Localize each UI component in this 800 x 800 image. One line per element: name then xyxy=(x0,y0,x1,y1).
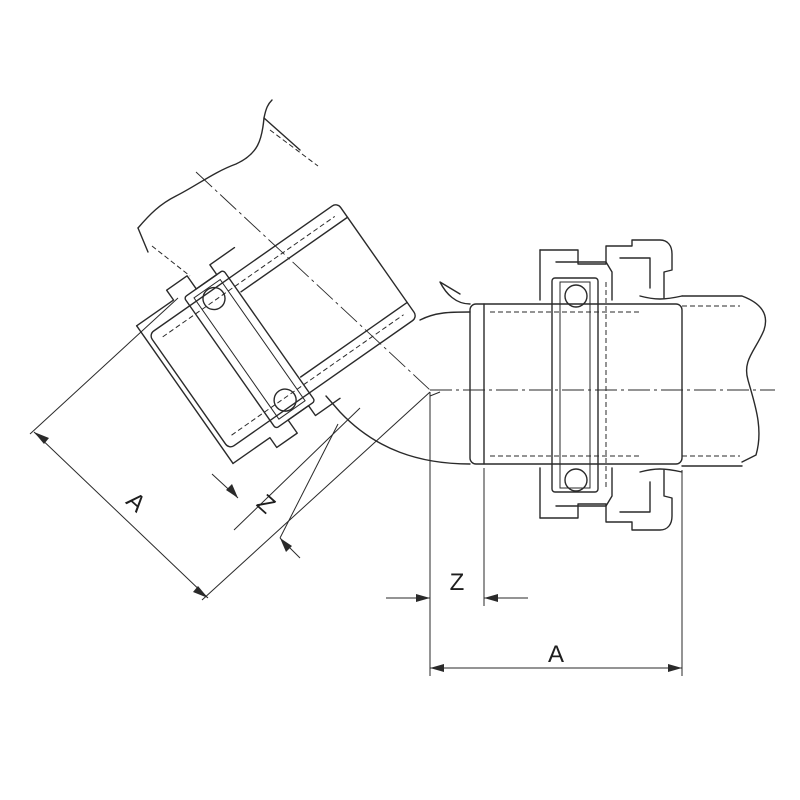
left-pipe xyxy=(137,99,319,277)
z-angled-arrow-bottom xyxy=(280,538,292,552)
dim-label-z-horizontal: Z xyxy=(450,569,465,596)
dim-label-a-angled: A xyxy=(121,487,151,518)
a-angled-arrow-top xyxy=(34,432,49,444)
dim-label-z-angled: Z xyxy=(251,489,280,519)
z-angled-arrow-top xyxy=(226,484,238,498)
a-horizontal-arrow-left xyxy=(430,664,444,672)
dim-label-a-horizontal: A xyxy=(548,641,564,668)
a-horizontal-arrow-right xyxy=(668,664,682,672)
right-coupling-body xyxy=(469,239,683,531)
left-coupling-body xyxy=(135,204,416,465)
angled-dimensions xyxy=(29,297,431,601)
horizontal-dimensions xyxy=(386,392,683,676)
a-angled-arrow-bottom xyxy=(193,586,208,598)
z-horizontal-arrow-left xyxy=(416,594,430,602)
right-pipe xyxy=(681,295,767,467)
centerlines xyxy=(195,171,775,391)
z-horizontal-arrow-right xyxy=(484,594,498,602)
elbow-body xyxy=(325,281,471,465)
